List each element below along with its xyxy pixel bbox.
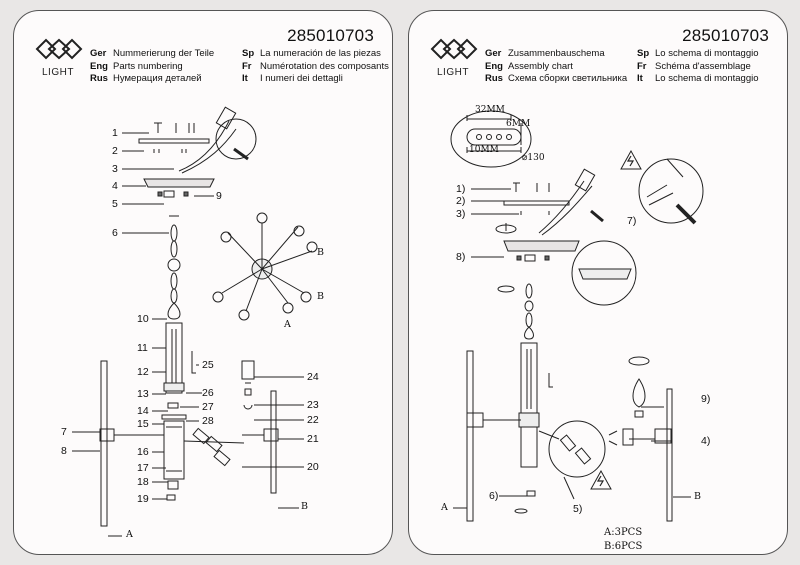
part-label-17: 17 bbox=[137, 462, 149, 474]
part-label-14: 14 bbox=[137, 405, 149, 417]
part-label-3: 3 bbox=[112, 163, 118, 175]
parts-diagram bbox=[72, 106, 318, 537]
tube-label-a: A bbox=[126, 529, 133, 540]
part-label-19: 19 bbox=[137, 493, 149, 505]
part-label-1: 1 bbox=[112, 127, 118, 139]
part-label-16: 16 bbox=[137, 446, 149, 458]
dim-32mm: 32MM bbox=[475, 105, 505, 115]
quantity-note-b: B:6PCS bbox=[604, 541, 643, 552]
part-label-7: 7 bbox=[61, 426, 67, 438]
step-label-7: 7) bbox=[627, 215, 637, 227]
step-label-5: 5) bbox=[573, 503, 583, 515]
part-label-15: 15 bbox=[137, 418, 149, 430]
product-code: 285010703 bbox=[287, 26, 374, 45]
part-label-26: 26 bbox=[202, 387, 214, 399]
logo-text: LIGHT bbox=[42, 67, 74, 78]
part-label-24: 24 bbox=[307, 371, 319, 383]
part-label-11: 11 bbox=[137, 342, 148, 354]
step-label-4: 4) bbox=[701, 435, 711, 447]
part-label-13: 13 bbox=[137, 388, 149, 400]
step-label-2: 2) bbox=[456, 195, 466, 207]
arm-label-b-top: B bbox=[317, 247, 324, 258]
arm-label-b: B bbox=[694, 491, 701, 502]
part-label-10: 10 bbox=[137, 313, 149, 325]
part-label-6: 6 bbox=[112, 227, 118, 239]
part-label-22: 22 bbox=[307, 414, 319, 426]
part-label-2: 2 bbox=[112, 145, 118, 157]
dim-diameter: ⌀130 bbox=[522, 153, 545, 163]
part-label-23: 23 bbox=[307, 399, 319, 411]
mw-light-logo bbox=[430, 38, 478, 60]
part-label-20: 20 bbox=[307, 461, 319, 473]
tube-label-b: B bbox=[301, 501, 308, 512]
arm-label-b-bottom: B bbox=[317, 291, 324, 302]
logo-text: LIGHT bbox=[437, 67, 469, 78]
dim-6mm: 6MM bbox=[506, 119, 531, 129]
part-label-12: 12 bbox=[137, 366, 149, 378]
part-label-5: 5 bbox=[112, 198, 118, 210]
step-label-9: 9) bbox=[701, 393, 711, 405]
part-label-9: 9 bbox=[216, 190, 222, 202]
part-label-4: 4 bbox=[112, 180, 118, 192]
part-label-28: 28 bbox=[202, 415, 214, 427]
arm-label-a: A bbox=[284, 319, 291, 330]
part-label-25: 25 bbox=[202, 359, 214, 371]
mw-light-logo bbox=[35, 38, 83, 60]
quantity-note-a: A:3PCS bbox=[604, 527, 643, 538]
dim-10mm: 10MM bbox=[469, 145, 499, 155]
product-code: 285010703 bbox=[682, 26, 769, 45]
step-label-6: 6) bbox=[489, 490, 499, 502]
part-label-8: 8 bbox=[61, 445, 67, 457]
part-label-18: 18 bbox=[137, 476, 149, 488]
part-label-21: 21 bbox=[307, 433, 319, 445]
step-label-8: 8) bbox=[456, 251, 466, 263]
step-label-1: 1) bbox=[456, 183, 466, 195]
assembly-diagram bbox=[450, 110, 704, 522]
part-label-27: 27 bbox=[202, 401, 214, 413]
step-label-3: 3) bbox=[456, 208, 466, 220]
arm-label-a: A bbox=[441, 502, 448, 513]
